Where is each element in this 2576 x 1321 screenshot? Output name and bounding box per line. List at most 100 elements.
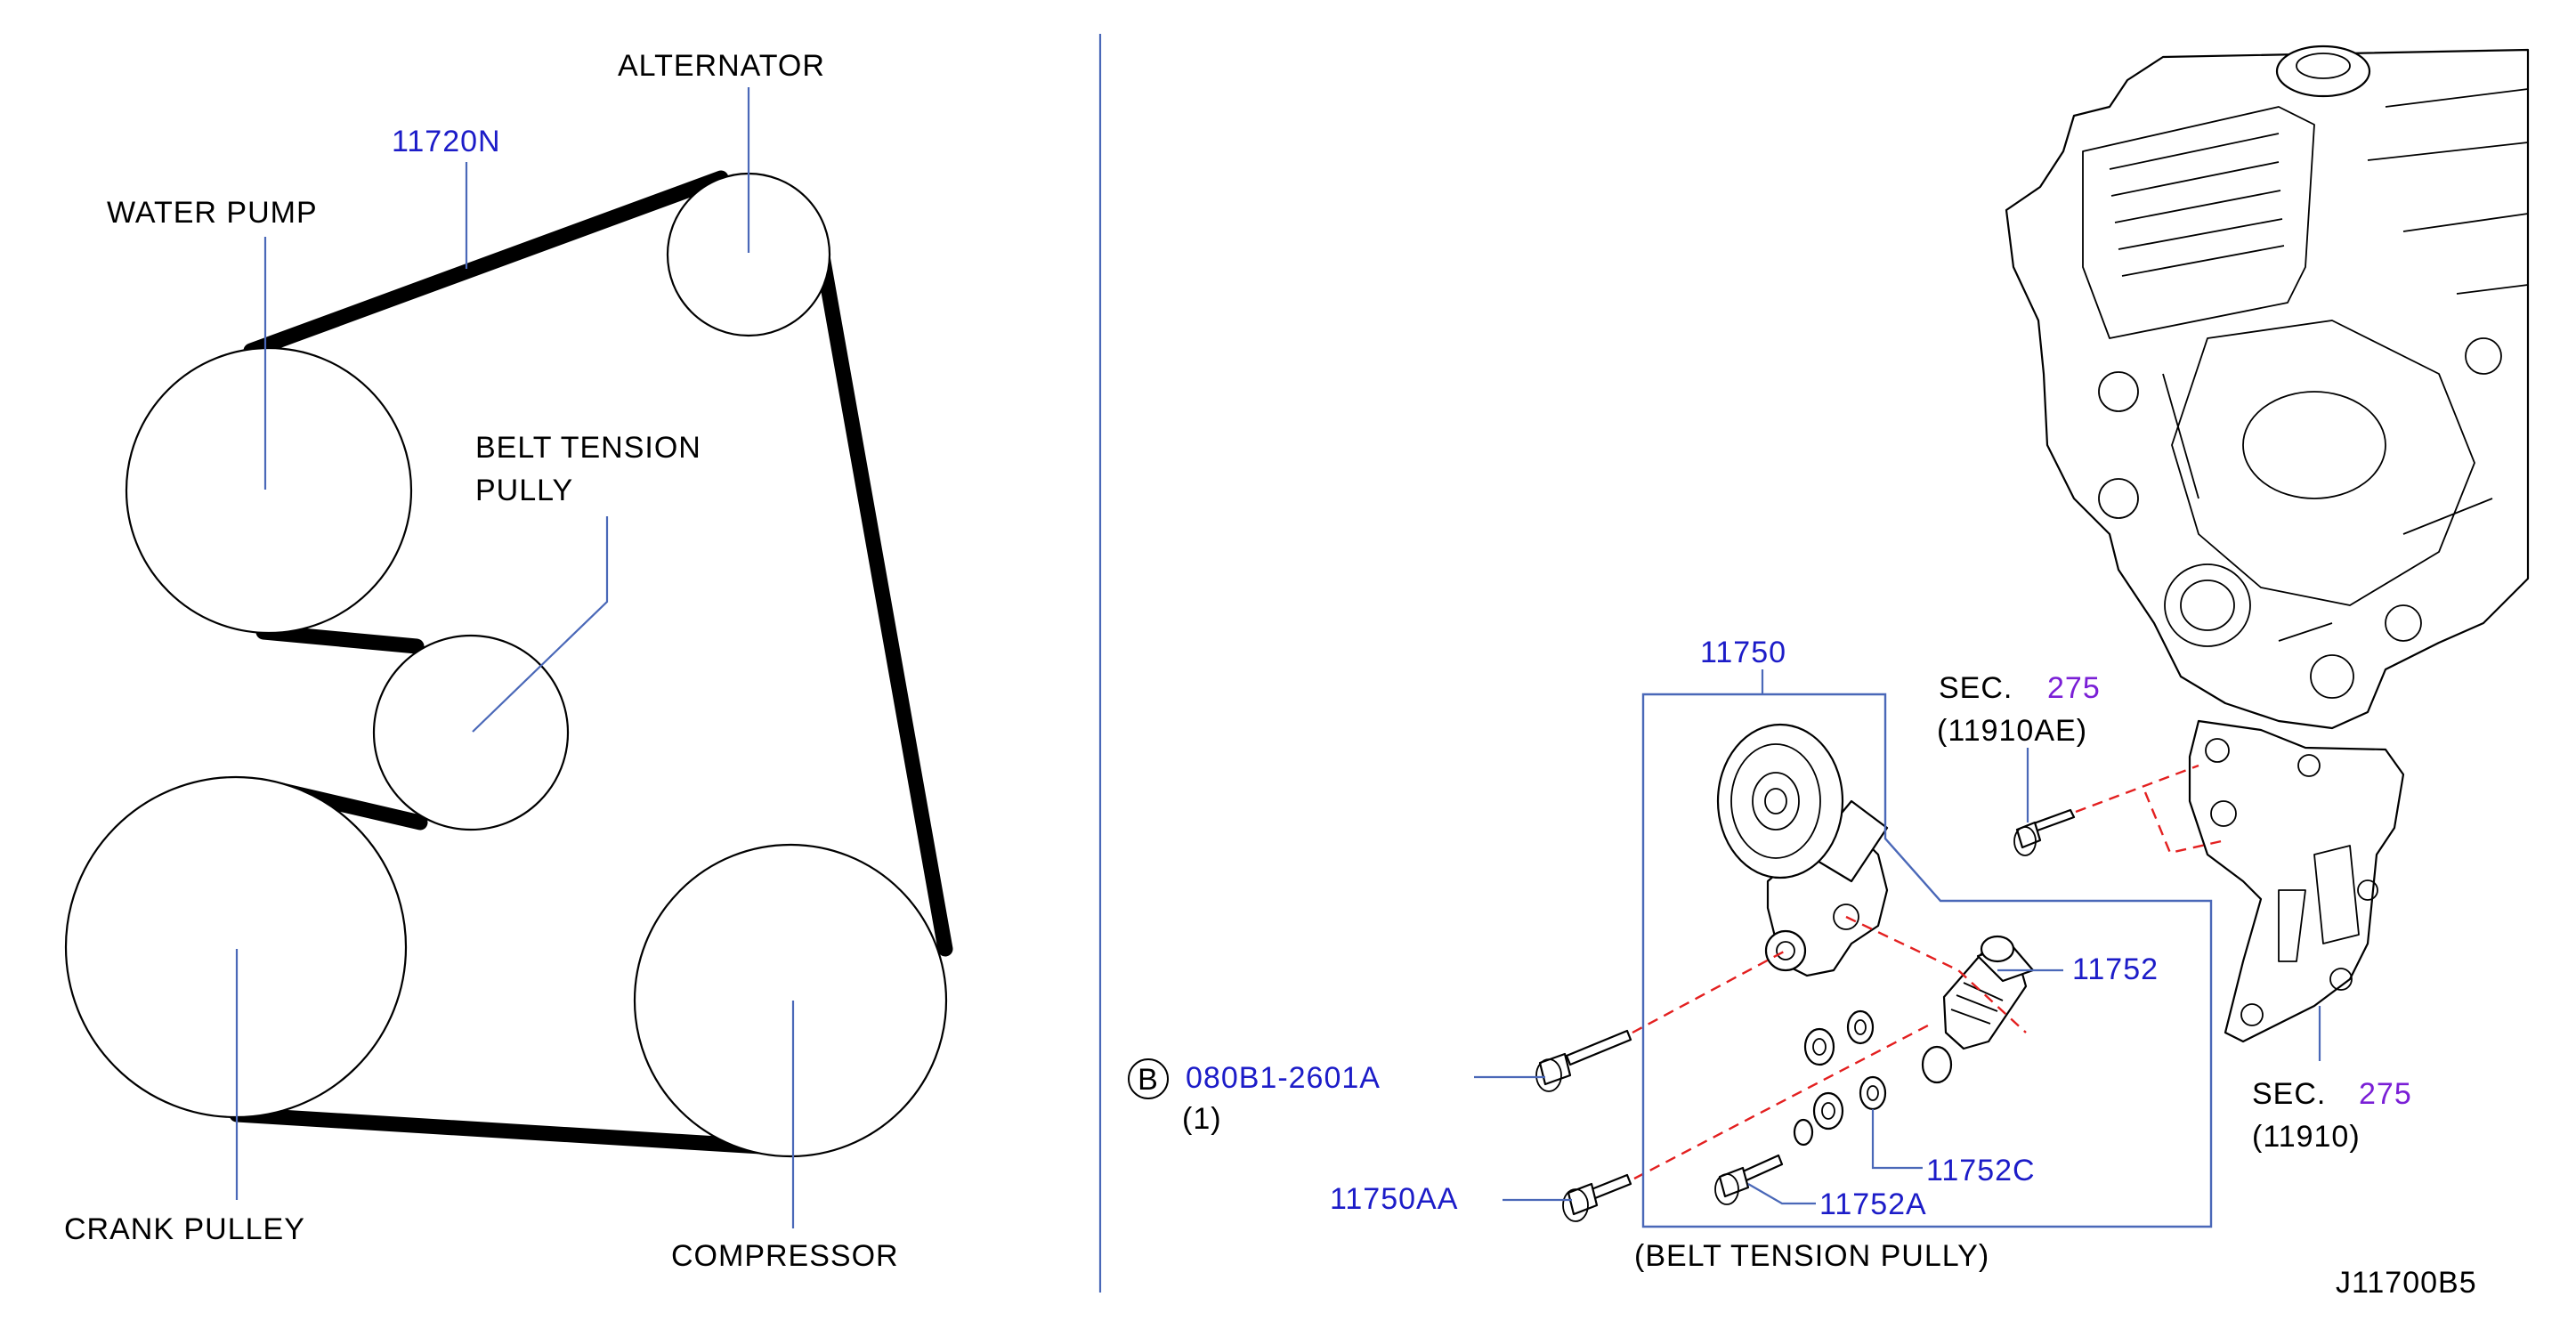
engine-boss-5 [2310,654,2354,699]
spacer-lower-left [1812,1091,1844,1131]
dash-bolt-aa [1633,1024,1929,1180]
bolt-11750aa [1562,1173,1632,1222]
tensioner-cylinder-eye-bottom [1921,1045,1953,1084]
label-bolt-b-qty: (1) [1182,1102,1222,1136]
bracket-hole-3 [2210,800,2237,827]
label-080b1-2601a: 080B1-2601A [1186,1061,1381,1095]
engine-block-outline [2005,48,2530,730]
label-11750: 11750 [1700,636,1786,669]
belt-segment-alternator-compressor [814,248,953,957]
bolt-11910ae-washer [2013,826,2037,856]
engine-block-illustration [2005,45,2530,730]
tensioner-cylinder-rings [1950,982,2004,1025]
hydraulic-tensioner-11752 [1921,935,2035,1084]
spacer-lower-right [1859,1075,1887,1111]
label-sec-lower: SEC. [2252,1077,2326,1111]
bolt-a-head [1718,1166,1750,1198]
engine-oil-cap-inner [2296,53,2351,79]
belt-tension-pulley [372,634,570,831]
bracket-hole-1 [2205,738,2230,763]
bolt-b-circle-letter: B [1138,1063,1159,1097]
label-11750aa: 11750AA [1330,1182,1458,1216]
leader-tension-pully [472,516,609,733]
label-sec-lower-number: 275 [2359,1077,2412,1111]
engine-cover-ribs [2109,133,2285,277]
bolt-aa-washer [1562,1188,1589,1222]
label-sec-upper-number: 275 [2047,671,2101,705]
bracket-hole-5 [2240,1003,2264,1026]
spacer-lower-left-hole [1821,1102,1835,1120]
tensioner-arm-hole [1833,904,1859,930]
label-alternator: ALTERNATOR [618,49,825,83]
spacer-washer [1793,1118,1814,1147]
bolt-b-washer [1535,1058,1562,1092]
engine-boss-2 [2098,478,2139,519]
bracket-ribs [2278,845,2360,962]
label-sec-upper-ref: (11910AE) [1937,714,2087,748]
tensioner-assembly-illustration [1716,723,1889,977]
belt-segment-compressor-crank [229,1106,798,1156]
bracket-hole-4 [2357,879,2378,901]
spacer-upper-right-hole [1854,1019,1867,1035]
belt-segment-tensioner-waterpump [255,624,425,654]
label-crank-pulley: CRANK PULLEY [64,1212,305,1246]
assembly-dashed-lines [1632,764,2226,1180]
spacer-upper-left [1803,1027,1835,1066]
bracket-hole-2 [2297,754,2321,777]
bracket-hole-6 [2329,968,2353,991]
label-compressor: COMPRESSOR [671,1239,899,1273]
belt-routing-diagram: ALTERNATOR 11720N WATER PUMP BELT TENSIO… [64,49,953,1273]
label-belt-tension-line2: PULLY [475,474,573,507]
label-sec-upper: SEC. [1939,671,2013,705]
bolt-080b1-2601a [1535,1029,1632,1092]
label-sec-lower-ref: (11910) [2252,1120,2361,1154]
leader-11752a [1747,1183,1816,1205]
label-11752a: 11752A [1819,1187,1927,1221]
tensioner-cylinder-eye-top [1980,935,2015,963]
label-11752c: 11752C [1926,1154,2036,1187]
bolt-11910ae-head [2015,821,2042,849]
tensioner-pulley-rim [1716,723,1844,879]
leader-11752c [1871,1109,1923,1170]
spacer-upper-right [1846,1009,1875,1045]
mounting-bracket-illustration [2188,719,2405,1043]
bolt-aa-head [1567,1182,1599,1216]
engine-boss-1 [2098,371,2139,412]
engine-head-cover [2082,106,2315,339]
bolt-b-shank [1565,1029,1632,1066]
assembly-group-box [1641,693,2213,1228]
engine-timing-opening [2242,391,2386,499]
tensioner-pulley-face [1730,743,1821,859]
engine-boss-3 [2385,604,2422,642]
bolt-11910ae [2013,808,2076,856]
dash-bracket-frame [2143,791,2226,855]
tensioner-pivot-hole [1776,941,1795,960]
tensioner-pivot-boss [1764,929,1807,972]
tensioner-pulley-bearing [1752,772,1800,831]
bracket-outline [2188,719,2405,1043]
bolt-b-circle-marker [1128,1058,1169,1099]
bolt-11910ae-shank [2029,808,2076,833]
bolt-a-shank [1741,1154,1784,1182]
diagram-code: J11700B5 [2336,1266,2477,1300]
bolt-11752a [1714,1154,1784,1205]
bolt-a-washer [1714,1173,1739,1205]
dash-bolt-11910ae [2075,764,2199,814]
engine-crank-seal [2164,563,2251,647]
label-belt-tension-line1: BELT TENSION [475,431,701,465]
label-water-pump: WATER PUMP [107,196,318,230]
engine-crank-seal-inner [2180,579,2235,631]
belt-segment-waterpump-alternator [243,170,729,359]
bolt-aa-shank [1590,1173,1632,1200]
engine-boss-4 [2465,337,2502,375]
label-belt-part-number: 11720N [392,125,501,158]
spacers-11752c [1793,1009,1887,1147]
bolt-b-head [1538,1052,1572,1086]
spacer-lower-right-hole [1867,1085,1879,1101]
tensioner-pulley-hub [1764,788,1787,814]
compressor-pulley [633,843,948,1158]
label-11752: 11752 [2072,952,2159,986]
spacer-upper-left-hole [1812,1038,1827,1056]
label-assembly-caption: (BELT TENSION PULLY) [1634,1239,1989,1273]
